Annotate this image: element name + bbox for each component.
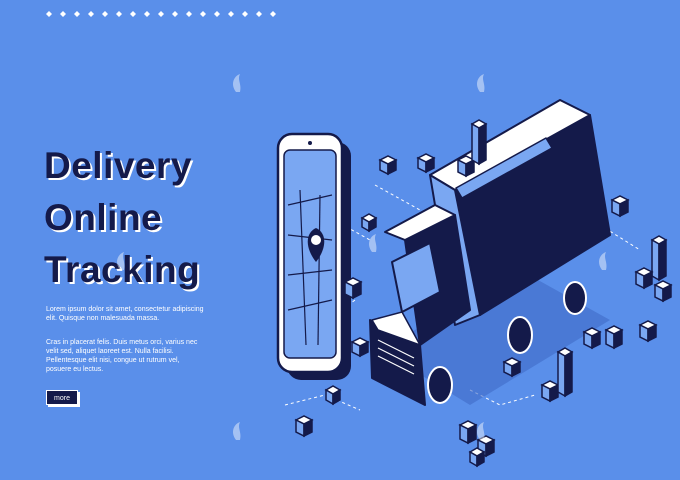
watermark-icon (117, 74, 607, 440)
parcel-box-icon (294, 119, 673, 468)
map-pin-icon (307, 228, 325, 262)
dots-decoration-icon (46, 11, 276, 17)
page-title: Delivery Online Tracking (44, 140, 200, 296)
delivery-truck-icon (369, 99, 611, 406)
intro-paragraph: Lorem ipsum dolor sit amet, consectetur … (46, 306, 204, 322)
title-line: Delivery (44, 145, 192, 186)
more-button[interactable]: more (46, 390, 78, 405)
title-line: Online (44, 197, 163, 238)
title-line: Tracking (44, 249, 201, 290)
body-paragraph: Cras in placerat felis. Duis metus orci,… (46, 339, 198, 373)
smartphone-icon (276, 132, 351, 380)
